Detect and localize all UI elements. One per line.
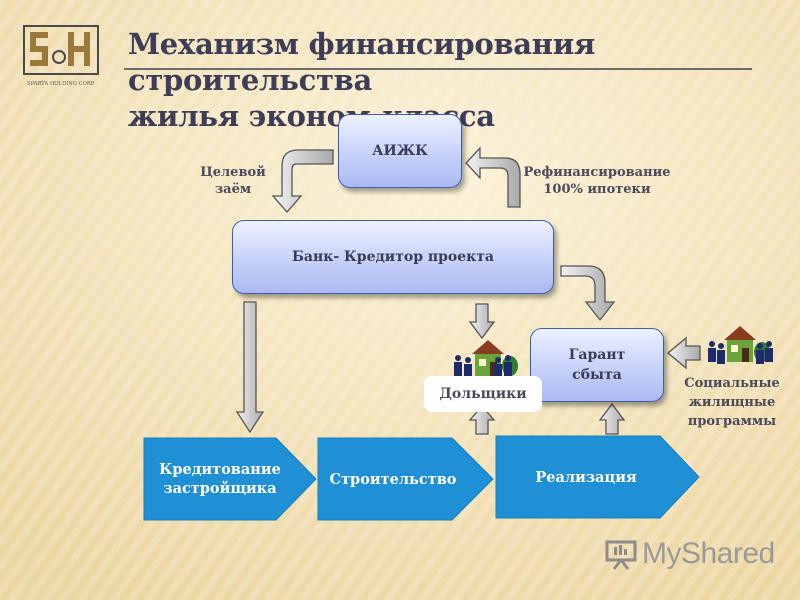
stage-crediting-shape [143,437,317,521]
arrow-realization-to-shareholders [468,405,496,435]
node-guarantor-label: Гарант сбыта [568,347,626,383]
label-social-programs: Социальные жилищные программы [684,376,780,429]
stage-realization-label: Реализация [535,468,637,486]
label-refinancing: Рефинансирование 100% ипотеки [523,165,671,197]
arrow-aizhk-to-bank [271,149,334,213]
label-target-loan: Целевой заём [200,165,266,197]
node-shareholders: Дольщики [424,376,542,412]
title-line-1: Механизм финансирования строительства [128,27,596,97]
node-bank-label: Банк- Кредитор проекта [291,249,495,265]
arrow-realization-to-guarantor [598,402,626,435]
stage-construction-label: Строительство [329,470,457,488]
node-aizhk: АИЖК [338,114,462,188]
stage-crediting-label: Кредитование застройщика [159,461,281,497]
stage-construction: Строительство [320,440,466,518]
stage-realization: Реализация [500,438,672,516]
node-bank: Банк- Кредитор проекта [232,220,554,294]
watermark: MyShared [604,534,784,574]
arrow-bank-to-shareholders [468,303,496,340]
arrow-bank-to-guarantor [560,265,616,322]
node-aizhk-label: АИЖК [372,143,428,159]
logo-caption: SPARTA HOLDING CORP. [27,81,95,87]
social-programs-illustration [708,326,773,364]
node-shareholders-label: Дольщики [439,385,527,402]
stage-construction-shape [317,437,494,521]
people-icon [708,341,773,364]
people-icon [454,355,512,378]
shareholders-illustration [454,340,518,378]
arrow-bank-to-aizhk [465,146,521,208]
company-logo: SPARTA HOLDING CORP. [22,24,100,90]
arrow-bank-to-crediting [235,301,265,434]
arrow-social-to-guarantor [666,336,701,370]
presentation-icon [605,540,637,570]
watermark-text: MyShared [642,537,775,570]
title-underline [124,68,752,70]
stage-crediting: Кредитование застройщика [150,440,290,518]
node-guarantor: Гарант сбыта [530,328,664,402]
logo-mark: SPARTA HOLDING CORP. [23,25,99,87]
stage-realization-shape [495,435,700,519]
